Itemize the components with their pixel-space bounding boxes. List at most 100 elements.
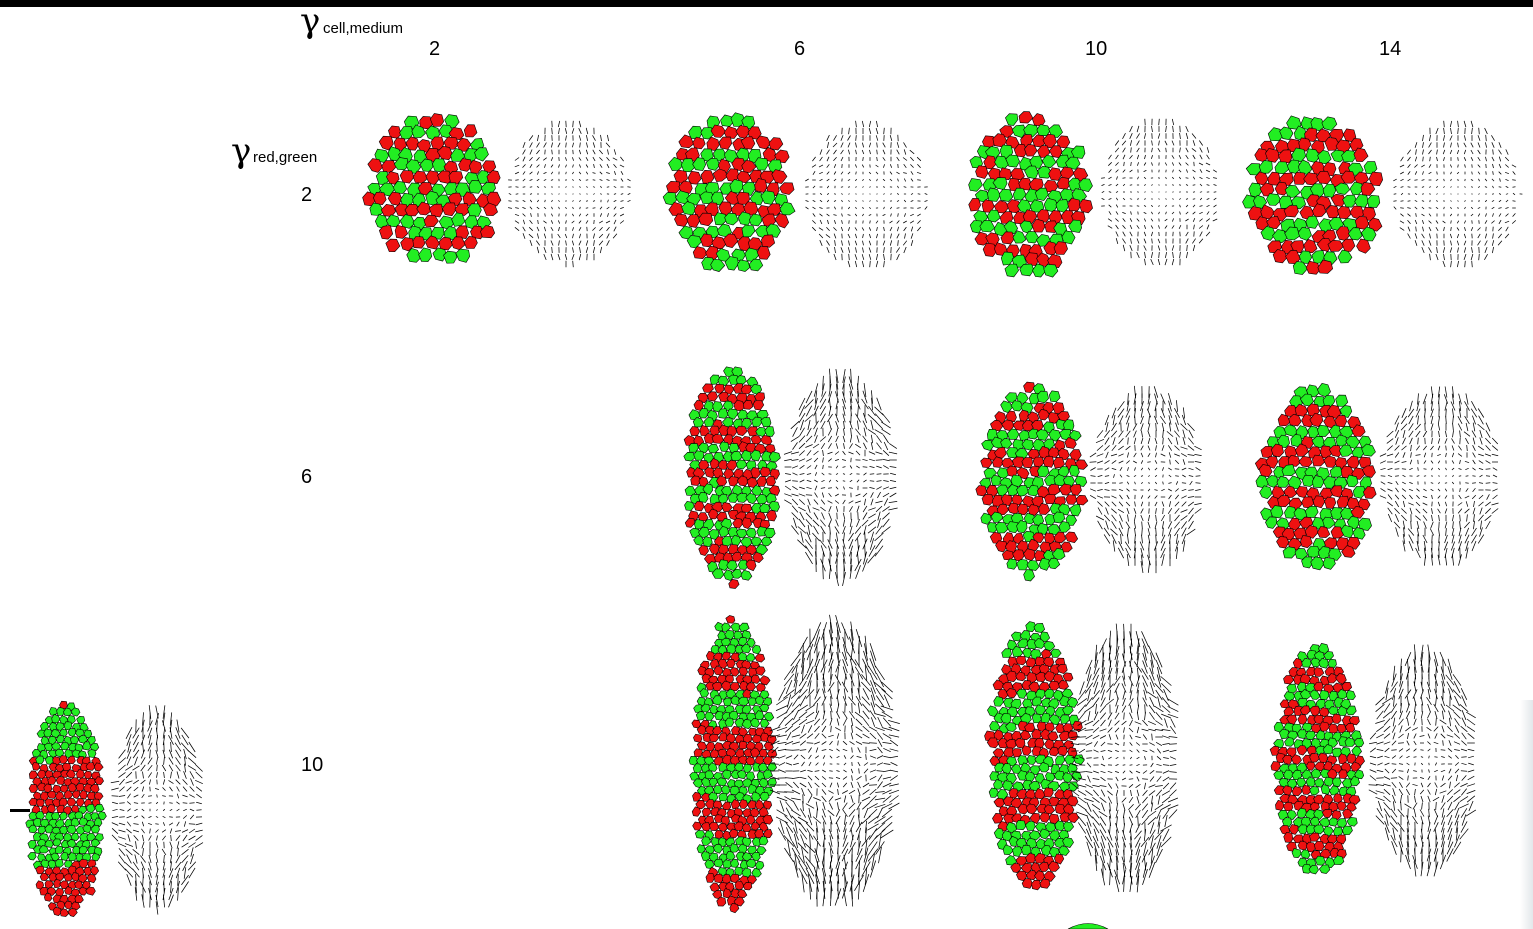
velocity-arrow: [1451, 172, 1452, 174]
velocity-arrow: [925, 194, 928, 195]
velocity-arrow: [834, 234, 836, 239]
velocity-arrow: [805, 552, 812, 564]
velocity-arrow: [1430, 529, 1434, 536]
velocity-arrow: [608, 200, 609, 203]
velocity-arrow: [1207, 155, 1210, 159]
velocity-arrow: [1465, 468, 1468, 469]
velocity-arrow: [1445, 509, 1447, 514]
cell: [703, 384, 714, 393]
velocity-arrow: [858, 762, 860, 766]
velocity-arrow: [1207, 225, 1209, 230]
velocity-arrow: [1094, 741, 1097, 746]
velocity-arrow: [1186, 212, 1188, 214]
velocity-arrow: [1162, 467, 1163, 470]
velocity-arrow: [863, 506, 867, 512]
velocity-arrow: [814, 500, 818, 505]
cell: [692, 807, 701, 817]
velocity-arrow: [1119, 483, 1122, 484]
velocity-arrow: [1130, 225, 1132, 229]
velocity-arrow: [1127, 508, 1129, 514]
velocity-arrow: [1115, 141, 1119, 146]
velocity-arrow: [1092, 804, 1100, 810]
velocity-arrow: [544, 254, 546, 260]
velocity-arrow: [779, 762, 785, 765]
cell: [724, 126, 738, 138]
velocity-arrow: [1195, 461, 1201, 462]
velocity-arrow: [1154, 490, 1157, 491]
velocity-arrow: [1100, 729, 1107, 731]
velocity-arrow: [1169, 475, 1171, 477]
velocity-arrow: [842, 220, 843, 224]
velocity-arrow: [530, 142, 533, 147]
velocity-arrow: [1180, 205, 1181, 207]
velocity-arrow: [1194, 446, 1201, 450]
velocity-arrow: [1451, 179, 1452, 181]
velocity-arrow: [1396, 437, 1399, 444]
velocity-arrow: [869, 227, 870, 230]
velocity-arrow: [1161, 515, 1164, 521]
velocity-arrow: [1094, 712, 1098, 721]
velocity-arrow: [523, 227, 526, 231]
velocity-arrow: [1141, 482, 1142, 484]
velocity-arrow: [530, 194, 532, 195]
velocity-arrow: [1416, 548, 1421, 558]
velocity-arrows: [1101, 119, 1217, 265]
velocity-arrow: [890, 240, 891, 245]
velocity-arrow: [515, 227, 519, 230]
velocity-arrow: [1116, 232, 1118, 237]
velocity-arrow: [1130, 232, 1132, 236]
velocity-arrow: [1148, 438, 1150, 444]
velocity-arrow: [537, 171, 538, 174]
cell: [730, 180, 744, 194]
velocity-arrow: [1158, 199, 1159, 200]
velocity-arrow: [572, 214, 573, 216]
cell-cluster: [1243, 116, 1383, 275]
velocity-arrow: [530, 172, 533, 174]
velocity-arrow: [1087, 763, 1091, 767]
velocity-arrow: [917, 164, 920, 168]
velocity-arrow: [1458, 121, 1459, 127]
velocity-arrow: [785, 750, 793, 751]
velocity-arrow: [882, 513, 889, 520]
velocity-arrow: [868, 429, 876, 434]
velocity-arrow: [566, 214, 567, 217]
velocity-arrow: [877, 492, 880, 498]
velocity-arrow: [868, 520, 876, 526]
velocity-arrow: [1199, 226, 1203, 229]
velocity-arrow: [614, 164, 617, 167]
velocity-arrow: [1480, 527, 1483, 536]
cell: [709, 822, 719, 831]
cell: [1300, 536, 1312, 548]
velocity-arrow: [856, 466, 859, 468]
velocity-arrow: [828, 501, 833, 504]
velocity-arrow: [785, 480, 791, 482]
velocity-arrow: [1137, 155, 1138, 159]
velocity-arrow: [1479, 416, 1484, 425]
velocity-arrow: [808, 420, 810, 430]
velocity-arrow: [904, 142, 907, 147]
velocity-arrow: [1492, 157, 1494, 161]
cell: [1306, 762, 1315, 770]
velocity-arrow: [1395, 501, 1398, 507]
velocity-arrow: [1126, 502, 1130, 506]
velocity-arrow: [858, 703, 859, 714]
velocity-arrow: [1162, 797, 1170, 803]
velocity-arrow: [1102, 198, 1105, 199]
velocity-arrow: [1162, 743, 1169, 744]
velocity-arrow: [850, 741, 855, 744]
velocity-arrow: [869, 487, 874, 488]
velocity-arrow: [1393, 179, 1396, 181]
velocity-arrow: [1130, 245, 1132, 251]
velocity-arrow: [791, 810, 800, 816]
velocity-arrow: [1078, 785, 1086, 787]
velocity-arrow: [807, 474, 811, 475]
velocity-arrow: [1165, 815, 1167, 827]
velocity-arrow: [1505, 234, 1509, 238]
velocity-arrow: [1175, 446, 1180, 451]
cell: [1285, 185, 1300, 198]
velocity-arrow: [792, 696, 799, 707]
velocity-arrow: [1415, 207, 1417, 209]
velocity-arrow: [1505, 221, 1509, 223]
velocity-arrow: [1436, 681, 1437, 692]
velocity-arrow: [815, 472, 816, 476]
